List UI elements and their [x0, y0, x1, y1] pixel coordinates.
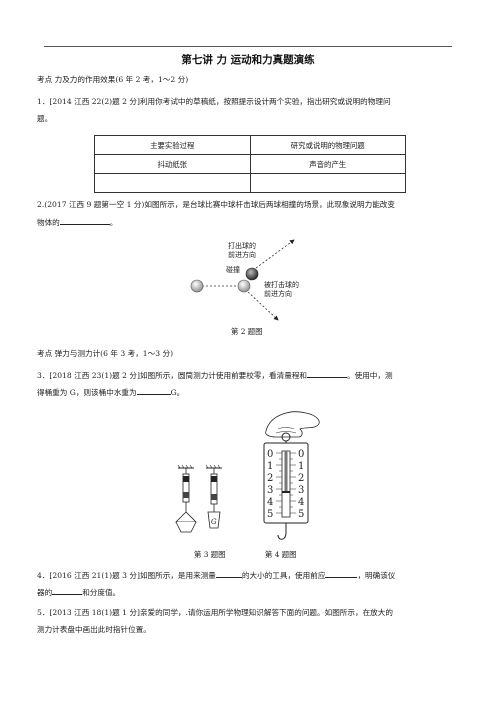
table-header-cell: 研究或说明的物理问题: [249, 135, 406, 155]
figure-2-caption: 第 2 题图: [231, 327, 263, 336]
table-cell: [249, 173, 406, 193]
right-weight: [207, 511, 221, 529]
answer-blank[interactable]: [307, 369, 348, 378]
answer-blank[interactable]: [136, 386, 171, 395]
hand-icon: [265, 411, 320, 438]
answer-blank[interactable]: [59, 216, 110, 225]
left-bucket: [175, 521, 197, 533]
question-4-line-2: 器的 和分度值。: [37, 586, 120, 598]
scale-right-label: 4: [298, 497, 304, 508]
question-3-text: 。使用中，测: [347, 371, 393, 380]
experiment-table: 主要实验过程 研究或说明的物理问题 抖动纸张 声音的产生: [94, 135, 406, 193]
scale-right-label: 0: [298, 449, 304, 460]
figure-3-caption: 第 3 题图: [194, 550, 226, 559]
table-row: [94, 173, 406, 193]
question-2-text: 。: [109, 218, 118, 227]
question-3-line-1: 3．[2018 江西 23(1)题 2 分]如图所示，圆筒测力计使用前要校零，看…: [37, 369, 393, 381]
question-2-line-2: 物体的 。: [37, 216, 117, 228]
label-hit-2: 前进方向: [264, 289, 292, 298]
table-row: 抖动纸张 声音的产生: [94, 154, 406, 174]
table-header-row: 主要实验过程 研究或说明的物理问题: [94, 135, 406, 155]
billiard-collision-figure: 打出球的 前进方向 碰撞 被打击球的 前进方向: [190, 239, 299, 321]
question-4-text: 和分度值。: [82, 588, 121, 597]
label-forward-1: 打出球的: [228, 241, 256, 250]
question-4-text: 4．[2016 江西 21(1)题 3 分]如图所示，是用来测量: [37, 571, 216, 580]
scale-right-label: 2: [298, 473, 304, 484]
scale-right-label: 3: [298, 485, 304, 496]
label-collide: 碰撞: [226, 265, 240, 274]
scale-left-label: 2: [267, 473, 273, 484]
page-title: 第七讲 力 运动和力真题演练: [181, 54, 315, 66]
scale-right-label: 1: [298, 461, 304, 472]
question-2-line-1: 2.(2017 江西 9 题第一空 1 分)如图所示，是台球比赛中球杆击球后两球…: [37, 200, 395, 209]
scale-left-label: 5: [267, 509, 273, 520]
scale-ticks: [276, 452, 296, 514]
scale-left-label: 1: [267, 461, 273, 472]
answer-blank[interactable]: [215, 569, 242, 578]
header-rule: [44, 46, 452, 47]
scale-pointer: [282, 491, 290, 493]
question-2-text: 物体的: [37, 218, 60, 227]
cue-ball-start: [190, 279, 204, 293]
table-header-cell: 主要实验过程: [94, 135, 251, 155]
question-1-line-1: 1．[2014 江西 22(2)题 2 分]利用你考试中的草稿纸，按照提示设计两…: [37, 97, 391, 106]
question-4-line-1: 4．[2016 江西 21(1)题 3 分]如图所示，是用来测量 的大小的工具，使…: [37, 569, 395, 581]
weight-label-g: G: [211, 518, 217, 526]
scale-left-label: 0: [267, 449, 273, 460]
scale-left-label: 3: [267, 485, 273, 496]
figure-4-caption: 第 4 题图: [265, 550, 297, 559]
answer-blank[interactable]: [325, 569, 358, 578]
label-forward-2: 前进方向: [228, 250, 256, 259]
table-cell: [94, 173, 251, 193]
scale-spring: [284, 451, 288, 491]
scale-left-label: 4: [267, 497, 273, 508]
cylinder-scale-figure: G: [175, 464, 222, 533]
cue-ball-direction-arrow: [255, 239, 295, 269]
struck-ball: [245, 267, 259, 281]
spring-scale-figure: 0 1 2 3 4 5 0 1 2 3 4 5: [263, 411, 320, 540]
section-heading-force: 考点 力及力的作用效果(6 年 2 考，1～2 分): [37, 75, 189, 84]
question-1-line-2: 题。: [37, 114, 53, 123]
struck-ball-direction-arrow: [247, 291, 279, 321]
question-4-text: 的大小的工具，使用前应: [241, 571, 326, 580]
question-3-text: G。: [170, 388, 185, 397]
question-4-text: 器的: [37, 588, 53, 597]
section-heading-elastic: 考点 弹力与测力计(6 年 3 考，1～3 分): [37, 349, 174, 358]
question-3-text: 得桶重为 G，则该桶中水重为: [37, 388, 137, 397]
question-4-text: ，明确该仪: [357, 571, 396, 580]
answer-blank[interactable]: [52, 586, 83, 595]
label-hit-1: 被打击球的: [264, 280, 299, 289]
scale-right-label: 5: [298, 509, 304, 520]
question-3-line-2: 得桶重为 G，则该桶中水重为 G。: [37, 386, 184, 398]
table-cell: 抖动纸张: [94, 154, 251, 174]
table-cell: 声音的产生: [249, 154, 406, 174]
bottom-hook: [277, 532, 287, 540]
question-3-text: 3．[2018 江西 23(1)题 2 分]如图所示，圆筒测力计使用前要校零，看…: [37, 371, 308, 380]
left-bucket-cord: [175, 511, 197, 523]
cue-ball-impact: [237, 279, 251, 293]
question-5-line-1: 5．[2013 江西 18(1)题 1 分]亲爱的同学，.请你运用所学物理知识解…: [37, 608, 393, 617]
question-5-line-2: 测力计表盘中画出此时指针位置。: [37, 625, 151, 634]
